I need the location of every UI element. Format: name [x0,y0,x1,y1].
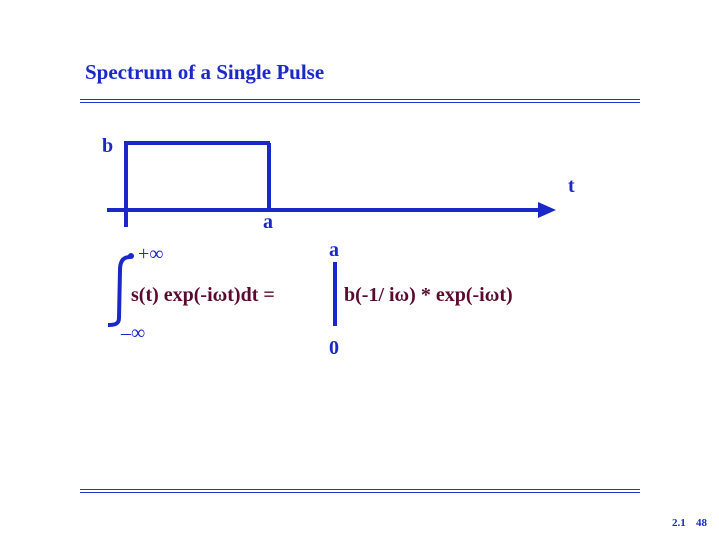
integral-sign-cap [128,253,134,259]
time-axis-label: t [568,175,575,197]
evaluation-upper-limit: a [329,239,339,261]
result-expression: b(-1/ iω) * exp(-iωt) [344,284,513,306]
page-number: 48 [696,517,707,529]
integral-upper-limit: +∞ [138,243,164,265]
amplitude-label: b [102,135,114,157]
top-divider [80,99,640,103]
section-number: 2.1 [672,517,686,529]
integral-sign [107,255,131,327]
integrand-text: s(t) exp(-iωt)dt = [131,284,275,306]
bottom-divider [80,489,640,493]
evaluation-lower-limit: 0 [329,337,339,359]
slide-title: Spectrum of a Single Pulse [85,60,325,84]
axis-arrowhead [538,202,556,218]
pulse-end-label: a [263,211,273,233]
integral-lower-limit: –∞ [121,322,146,344]
